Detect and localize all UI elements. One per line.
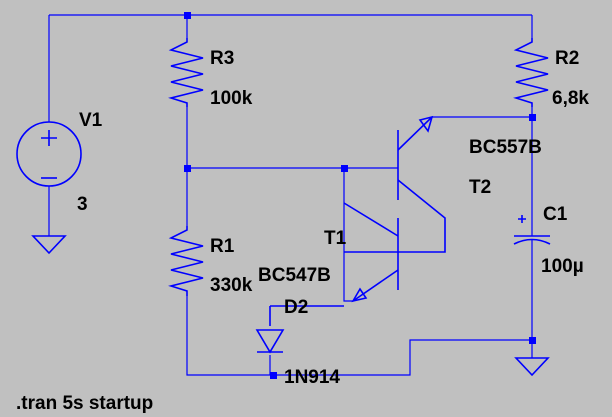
resistor-r2[interactable]: [513, 38, 549, 107]
capacitor-c1[interactable]: [513, 215, 551, 245]
t2-emitter-arrow: [418, 115, 434, 133]
wire-r1-bottom: [186, 296, 532, 376]
t2-emitter-lead: [397, 116, 433, 151]
d2-anode-lead: [269, 305, 344, 326]
t1-collector-lead: [343, 202, 399, 237]
r2-name: R2: [555, 48, 579, 69]
spice-directive[interactable]: .tran 5s startup: [16, 393, 153, 414]
t2-name: T2: [469, 177, 491, 198]
v1-value: 3: [77, 194, 88, 215]
junctions: [184, 12, 536, 379]
t2-model: BC557B: [469, 137, 542, 158]
t1-name: T1: [324, 228, 347, 249]
v1-name: V1: [79, 110, 103, 131]
resistor-r1[interactable]: [168, 226, 204, 296]
r3-value: 100k: [210, 88, 253, 109]
junction-dot: [184, 12, 191, 19]
d2-name: D2: [284, 297, 308, 318]
c1-plus-sign: [518, 215, 526, 223]
t2-collector-lead: [397, 179, 446, 253]
r2-value: 6,8k: [552, 88, 589, 109]
r1-name: R1: [210, 236, 235, 257]
r1-value: 330k: [210, 275, 253, 296]
plus-sign: [41, 130, 57, 146]
d2-triangle: [255, 329, 285, 354]
t1-model: BC547B: [258, 265, 331, 286]
wire-t1-base: [343, 168, 353, 302]
junction-dot: [270, 372, 277, 379]
c1-plate-bottom: [513, 238, 551, 245]
transistor-t2[interactable]: [397, 115, 446, 253]
t1-emitter-lead: [352, 269, 399, 302]
ground-symbol-right: [514, 357, 550, 377]
resistor-r3[interactable]: [168, 38, 204, 107]
wires: [48, 14, 533, 376]
r3-name: R3: [210, 48, 234, 69]
c1-value: 100µ: [541, 256, 584, 277]
t1-emitter-arrow: [351, 287, 368, 303]
junction-dot: [184, 165, 191, 172]
junction-dot: [529, 337, 536, 344]
junction-dot: [529, 114, 536, 121]
junction-dot: [341, 165, 348, 172]
ground-symbol: [31, 235, 67, 255]
c1-name: C1: [543, 204, 568, 225]
transistor-t1[interactable]: [343, 202, 399, 303]
d2-model: 1N914: [284, 367, 340, 388]
voltage-source-v1[interactable]: [16, 121, 82, 255]
diode-d2[interactable]: [255, 305, 344, 354]
